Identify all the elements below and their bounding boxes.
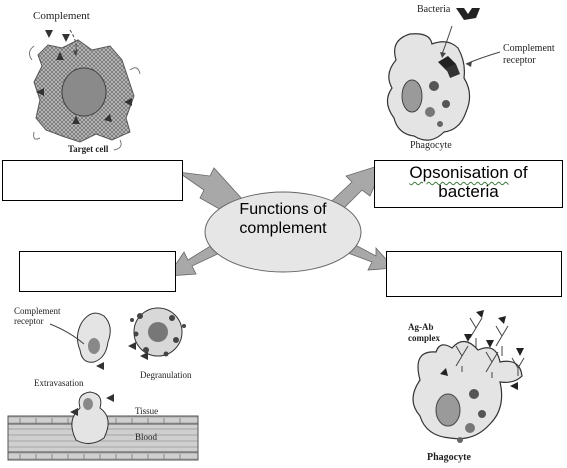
center-title-line2: complement [239, 220, 327, 237]
box-top-left [2, 160, 183, 201]
box-top-right: Opsonisation of bacteria [374, 160, 563, 208]
label-degranulation: Degranulation [140, 370, 192, 380]
label-blood: Blood [135, 432, 158, 442]
label-phagocyte-top: Phagocyte [410, 140, 452, 151]
label-complement-receptor-bottom-1: Complement [14, 306, 61, 316]
center-title: Functions of complement [208, 200, 358, 238]
label-agab-2: complex [408, 333, 440, 343]
label-extravasation: Extravasation [34, 378, 84, 388]
box-top-right-word1: Opsonisation [409, 163, 509, 182]
box-bottom-left [19, 251, 176, 292]
extravasation-illustration [7, 307, 199, 461]
label-tissue: Tissue [135, 406, 159, 416]
label-phagocyte-bottom: Phagocyte [427, 452, 471, 463]
label-complement-receptor-bottom-2: receptor [14, 316, 44, 326]
degranulation-cell [130, 307, 186, 360]
label-target-cell: Target cell [68, 144, 109, 154]
agab-phagocyte-illustration [412, 310, 525, 443]
agab-complexes [455, 317, 525, 378]
label-complement-receptor-top-1: Complement [503, 43, 555, 54]
box-bottom-right [386, 251, 562, 297]
phagocyte-bacteria-illustration [386, 8, 501, 141]
center-title-line1: Functions of [239, 201, 327, 218]
label-complement: Complement [33, 10, 90, 22]
target-cell-illustration [28, 29, 141, 151]
complement-triangles-top-left [36, 30, 132, 124]
label-agab-1: Ag-Ab [408, 322, 434, 332]
center-ellipse [204, 191, 362, 273]
label-complement-receptor-top-2: receptor [503, 55, 536, 66]
label-bacteria: Bacteria [417, 4, 451, 15]
box-top-right-line2: bacteria [438, 182, 499, 201]
box-top-right-word2: of [513, 163, 528, 182]
